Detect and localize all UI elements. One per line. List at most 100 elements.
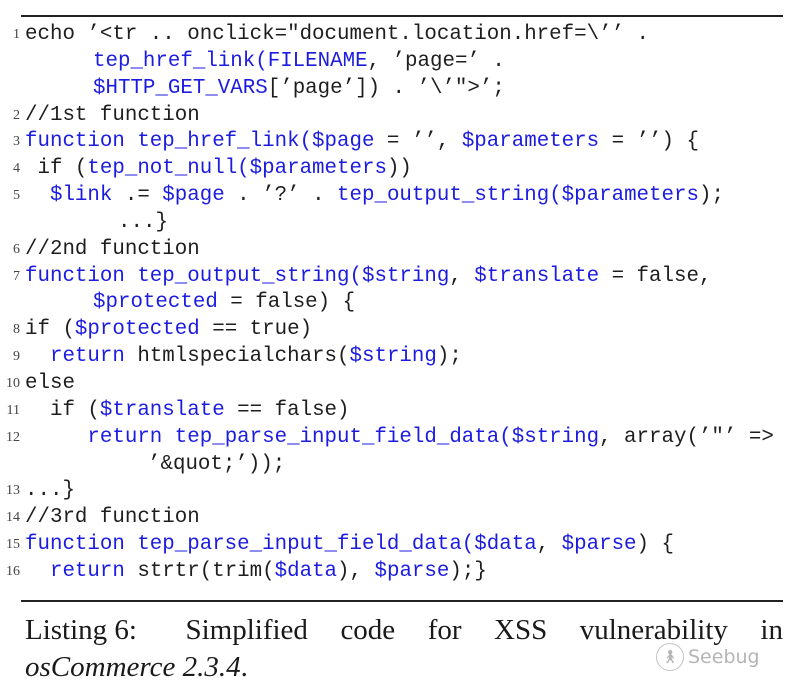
listing-caption: Listing 6: Simplified code for XSS vulne… [25,612,783,686]
code-token: if ( [25,398,100,422]
code-line: 6 //2nd function [0,237,800,264]
code-token: ), [337,559,375,583]
caption-line-2: osCommerce 2.3.4. [25,649,783,686]
code-line: 11 if ($translate == false) [0,398,800,425]
code-keyword-token: return tep_parse_input_field_data($strin… [87,425,600,449]
caption-word: XSS [494,614,548,646]
code-line: 10 else [0,371,800,398]
top-rule [21,15,783,17]
code-token: if ( [25,157,88,181]
code-token: , array(’"’ => [599,425,774,449]
code-keyword-token: function tep_output_string($string [25,264,450,288]
code-token: if ( [25,318,75,342]
line-number: 8 [13,322,20,338]
line-number: 2 [13,107,20,123]
watermark: 🚶︎ Seebug [656,643,760,671]
code-token [25,426,87,449]
code-token: [’page’]) . ’\’">’; [267,76,505,100]
code-keyword-token: $translate [474,264,600,288]
code-token: ’&quot;’)); [148,452,286,476]
code-line: 15 function tep_parse_input_field_data($d… [0,532,800,559]
seebug-logo-icon: 🚶︎ [656,643,684,671]
code-token: == false) [224,398,350,422]
bottom-rule [21,600,783,602]
code-line: 2 //1st function [0,103,800,130]
watermark-text: Seebug [688,646,760,668]
code-keyword-token: $parameters [461,130,600,154]
code-line: 3 function tep_href_link($page = ’’, $par… [0,129,800,156]
caption-word: code [340,614,396,646]
line-number: 5 [13,188,20,204]
code-keyword-token: $data [274,559,338,583]
code-token: );} [449,559,487,583]
code-keyword-token: $parse [374,559,450,583]
code-token: //2nd function [25,237,200,261]
code-token: , [536,533,562,557]
code-token: strtr(trim( [124,559,275,583]
caption-word: for [427,614,462,646]
line-number: 4 [13,161,20,177]
code-line-continuation: $HTTP_GET_VARS[’page’]) . ’\’">’; [0,76,800,103]
line-number: 11 [6,402,20,418]
caption-word: Simplified [185,614,308,646]
code-keyword-token: function tep_href_link($page [25,130,375,154]
code-keyword-token: $link [49,184,113,208]
code-token: == true) [199,318,313,342]
code-token: , ’page=’ . [367,49,505,73]
line-number: 9 [13,349,20,365]
line-number: 16 [6,563,20,579]
caption-label: Listing 6: [25,614,137,646]
line-number: 10 [6,375,20,391]
code-line-continuation: $protected = false) { [0,290,800,317]
code-keyword-token: return [49,559,125,583]
code-token: ...} [25,479,75,503]
code-line: 5 $link .= $page . ’?’ . tep_output_stri… [0,183,800,210]
code-line: 9 return htmlspecialchars($string); [0,344,800,371]
code-line: 4 if (tep_not_null($parameters)) [0,156,800,183]
code-keyword-token: $parse [561,533,637,557]
code-token: htmlspecialchars( [124,345,350,369]
code-keyword-token: $HTTP_GET_VARS [93,76,268,100]
code-token: = false) { [217,291,356,315]
line-number: 13 [6,483,20,499]
code-token: ) { [636,533,674,557]
code-line-continuation: ’&quot;’)); [0,452,800,479]
code-token [25,184,50,207]
code-keyword-token: $string [349,345,437,369]
code-token: = ’’, [374,130,462,154]
code-keyword-token: $protected [93,291,218,315]
line-number: 14 [6,510,20,526]
code-token [25,345,50,368]
code-token: .= [112,184,163,208]
code-keyword-token: tep_output_string($parameters [337,184,699,208]
code-token: ...} [118,210,168,234]
caption-line-1: Listing 6: Simplified code for XSS vulne… [25,612,783,649]
caption-end: . [240,651,248,683]
code-token: . ’?’ . [224,184,338,208]
code-token: //3rd function [25,506,200,530]
code-line: 14 //3rd function [0,505,800,532]
line-number: 6 [13,241,20,257]
code-line: 16 return strtr(trim($data), $parse);} [0,559,800,586]
caption-product: osCommerce 2.3.4 [25,651,241,683]
code-token: = ’’) { [599,130,699,154]
code-keyword-token: tep_href_link(FILENAME [93,49,368,73]
code-line-continuation: ...} [0,210,800,237]
line-number: 12 [6,429,20,445]
code-token: ); [698,184,724,208]
line-number: 3 [13,134,20,150]
code-token: echo ’<tr .. onclick="document.location.… [25,23,650,46]
code-keyword-token: $translate [99,398,225,422]
line-number: 7 [13,268,20,284]
code-line: 12 return tep_parse_input_field_data($st… [0,425,800,452]
code-token: else [25,371,75,395]
code-keyword-token: tep_not_null($parameters [87,157,387,181]
line-number: 15 [6,537,20,553]
code-token: //1st function [25,103,200,127]
code-keyword-token: function tep_parse_input_field_data($dat… [25,533,537,557]
caption-word: vulnerability [579,614,728,646]
